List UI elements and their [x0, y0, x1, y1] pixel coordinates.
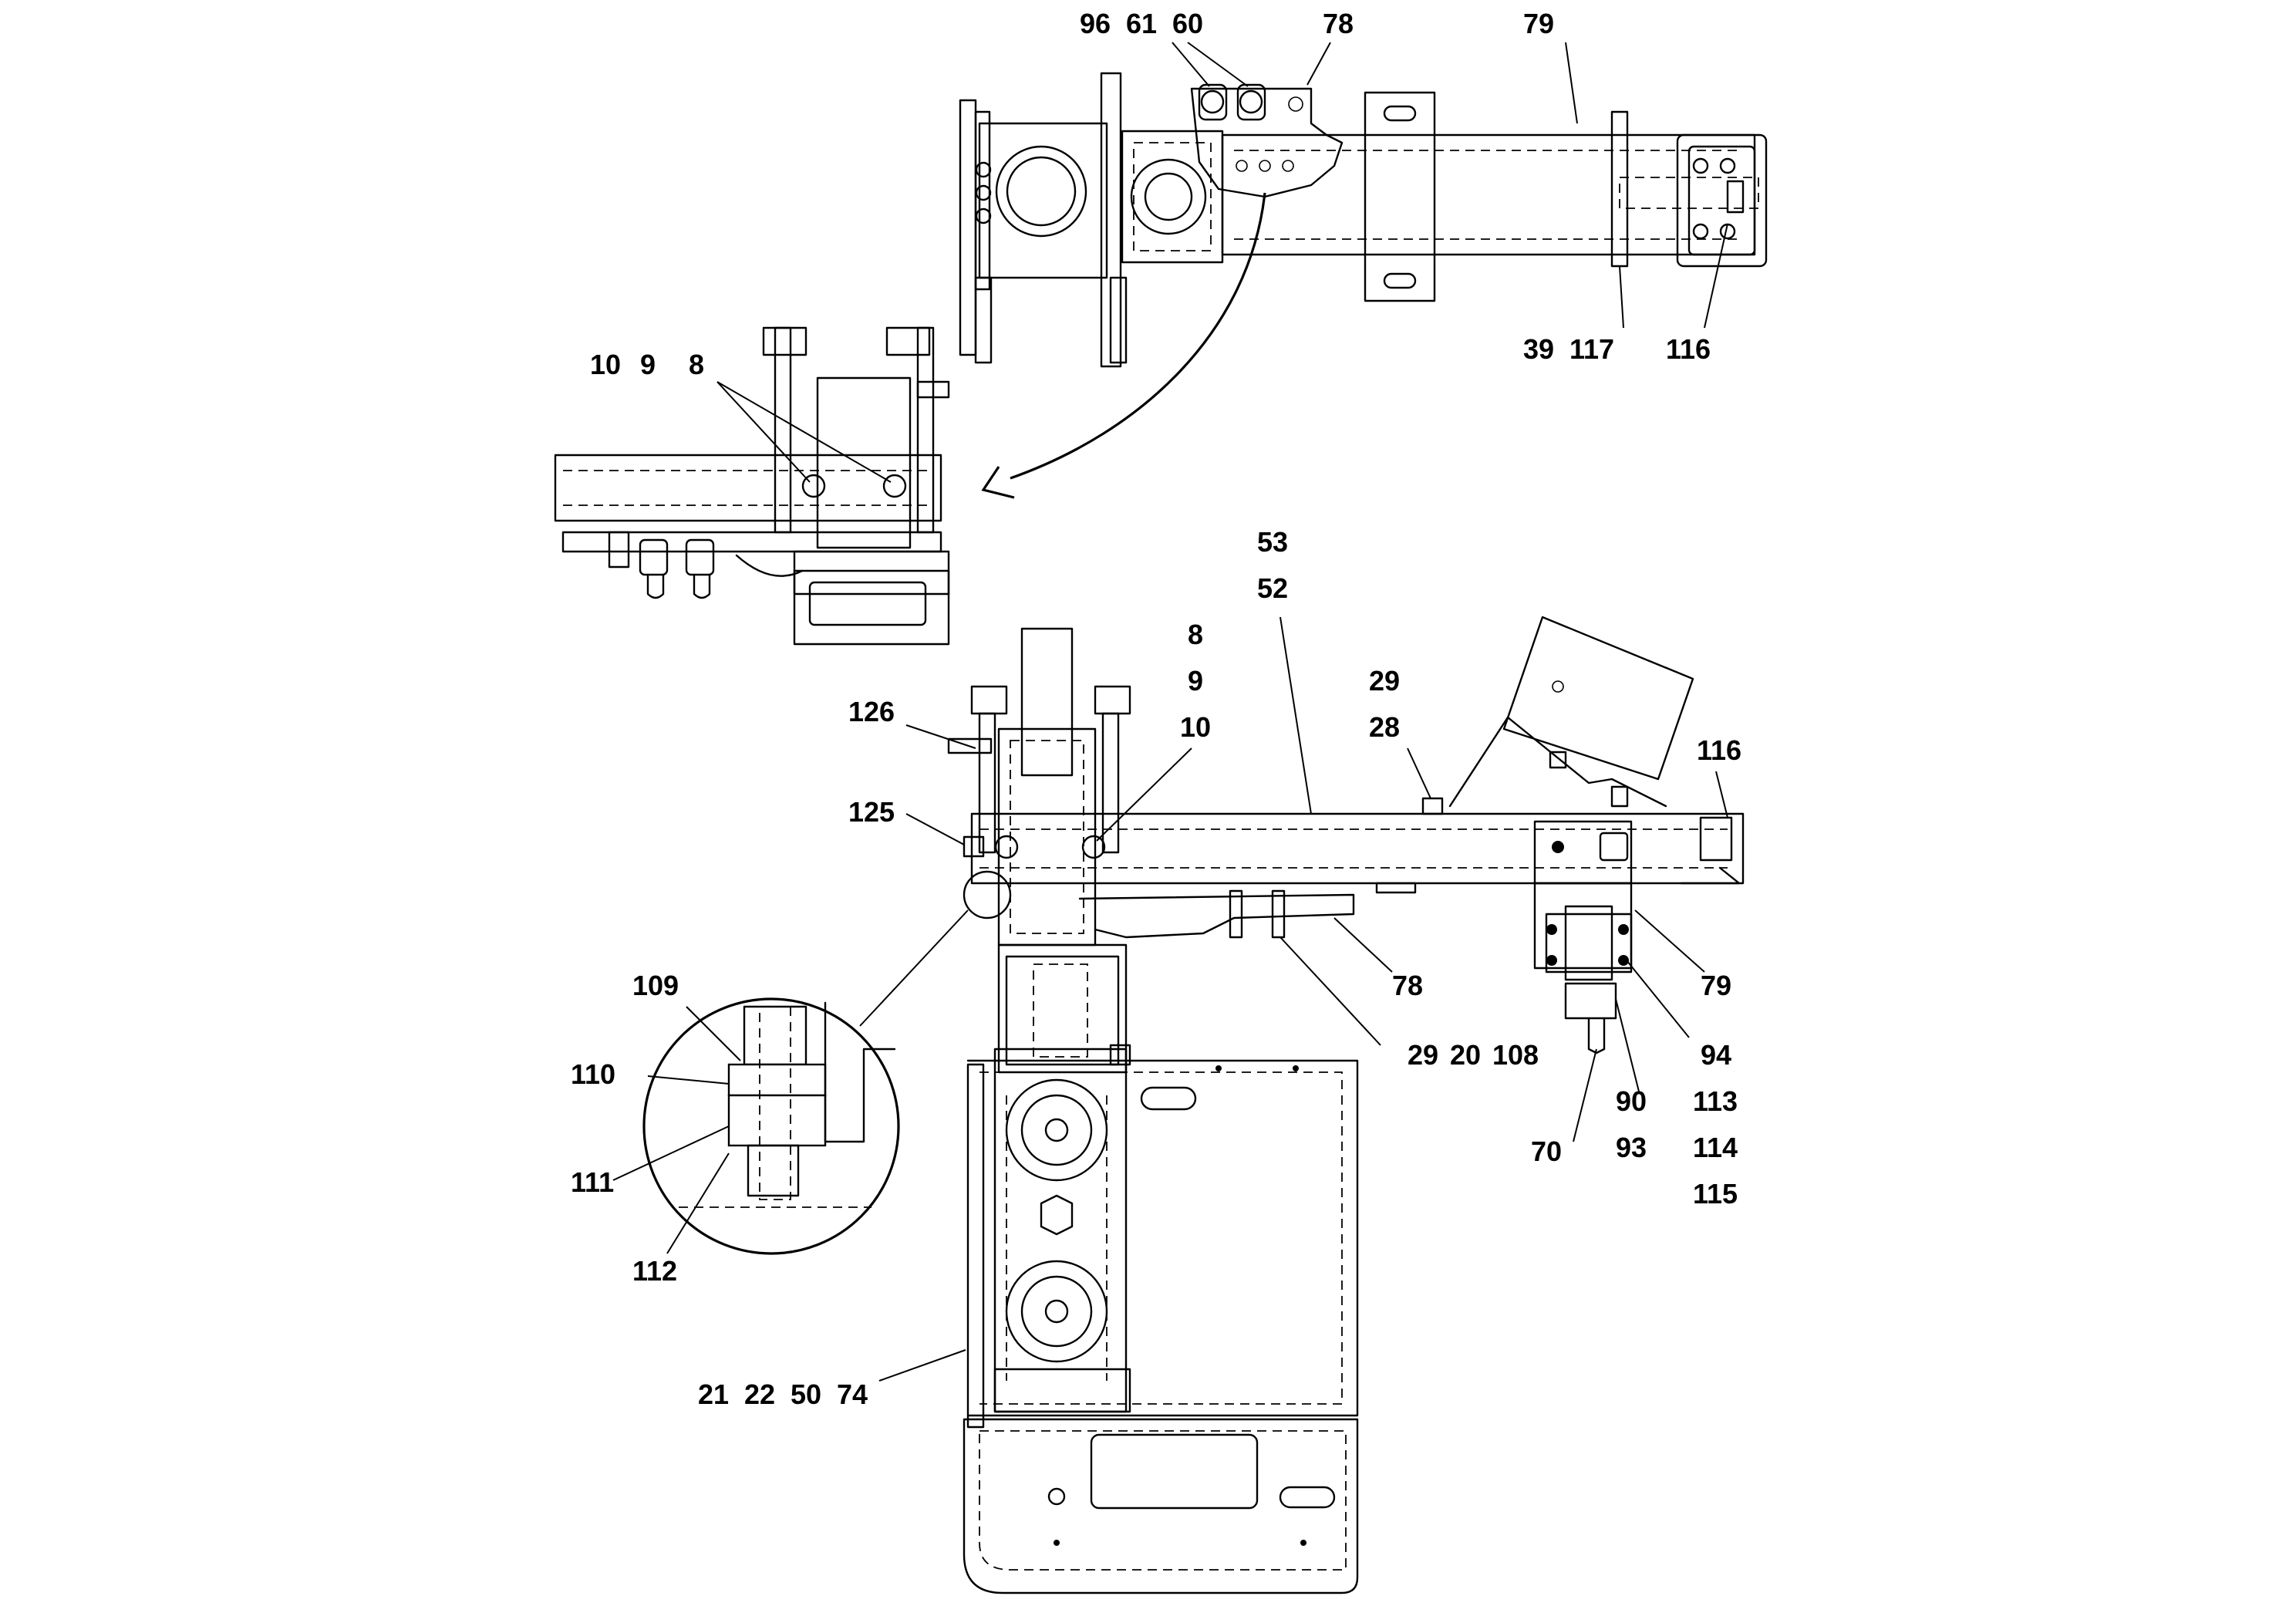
label-52: 52	[1257, 572, 1288, 604]
label-22: 22	[744, 1378, 775, 1410]
label-109: 109	[632, 970, 679, 1001]
view-arrow-head	[981, 466, 1015, 499]
part-labels: 96 61 60 78 79 39 117 116 10 9 8 53 52 8…	[571, 8, 1741, 1410]
label-8-mid: 8	[689, 349, 704, 380]
label-10: 10	[1180, 711, 1211, 743]
label-29-b: 29	[1408, 1039, 1438, 1071]
label-74: 74	[837, 1378, 868, 1410]
label-78: 78	[1392, 970, 1423, 1001]
label-94: 94	[1701, 1039, 1731, 1071]
view-arrow	[1010, 192, 1266, 480]
label-70: 70	[1531, 1135, 1562, 1167]
label-50: 50	[791, 1378, 821, 1410]
label-116: 116	[1697, 734, 1741, 766]
label-53: 53	[1257, 526, 1288, 558]
main-view	[947, 616, 1745, 1594]
label-125: 125	[848, 796, 895, 828]
label-117: 117	[1569, 333, 1614, 365]
leader-lines	[612, 42, 1728, 1382]
label-96: 96	[1080, 8, 1111, 39]
label-28: 28	[1369, 711, 1400, 743]
label-113: 113	[1693, 1085, 1738, 1117]
label-8: 8	[1188, 619, 1203, 650]
label-111: 111	[571, 1166, 614, 1198]
label-116-top: 116	[1666, 333, 1711, 365]
label-126: 126	[848, 696, 895, 727]
label-93: 93	[1616, 1132, 1647, 1163]
middle-view	[554, 326, 950, 646]
label-61: 61	[1126, 8, 1157, 39]
label-108: 108	[1492, 1039, 1539, 1071]
label-21: 21	[698, 1378, 729, 1410]
label-78-top: 78	[1323, 8, 1354, 39]
label-9-mid: 9	[640, 349, 656, 380]
label-90: 90	[1616, 1085, 1647, 1117]
label-110: 110	[571, 1058, 615, 1090]
label-29-a: 29	[1369, 665, 1400, 697]
label-79-top: 79	[1523, 8, 1554, 39]
label-39: 39	[1523, 333, 1554, 365]
detail-view	[642, 870, 1012, 1255]
label-10-mid: 10	[590, 349, 621, 380]
label-9: 9	[1188, 665, 1203, 697]
label-114: 114	[1693, 1132, 1738, 1163]
label-112: 112	[632, 1255, 677, 1287]
label-60: 60	[1172, 8, 1203, 39]
label-115: 115	[1693, 1178, 1738, 1210]
label-79: 79	[1701, 970, 1731, 1001]
label-20: 20	[1450, 1039, 1481, 1071]
top-view	[959, 72, 1768, 368]
